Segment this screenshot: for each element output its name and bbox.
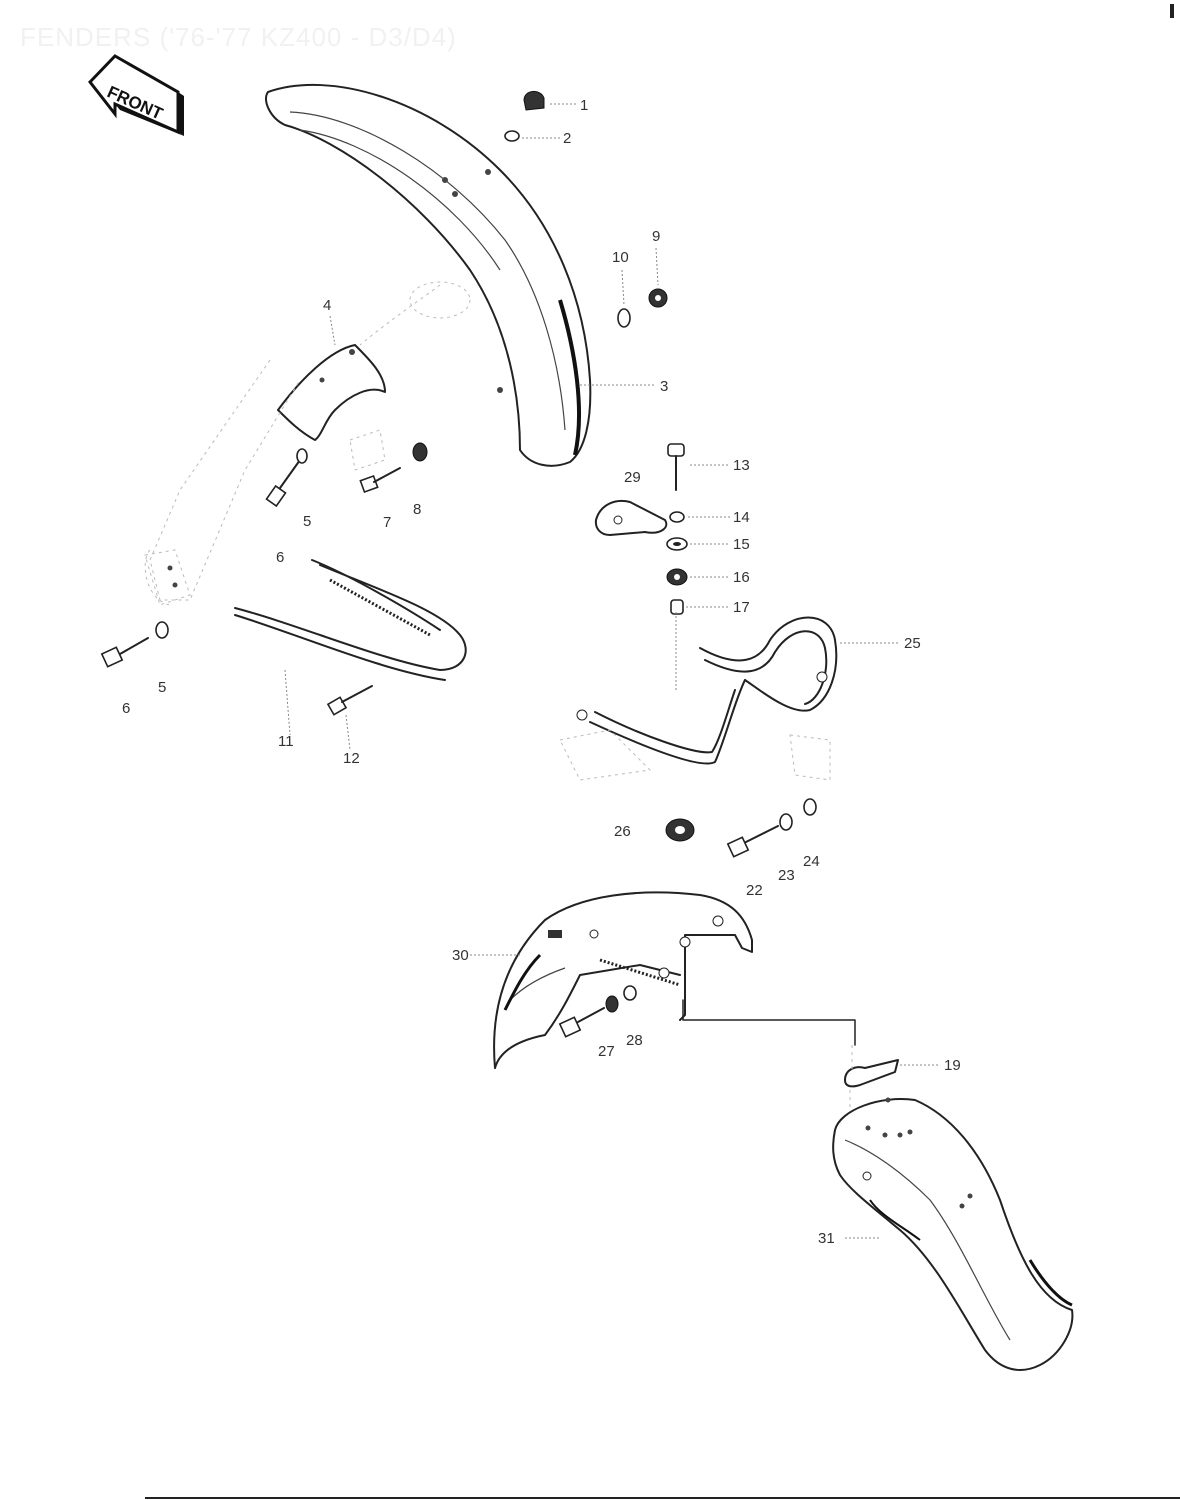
callout-3: 3 xyxy=(660,378,668,395)
grab-rail-25 xyxy=(576,616,838,765)
nut-24 xyxy=(803,798,817,816)
callout-15: 15 xyxy=(733,536,750,553)
washer-2 xyxy=(504,130,520,142)
callout-28: 28 xyxy=(626,1032,643,1049)
callout-22: 22 xyxy=(746,882,763,899)
callout-8: 8 xyxy=(413,501,421,518)
bolt-27 xyxy=(558,995,619,1038)
callout-10: 10 xyxy=(612,249,629,266)
callout-29: 29 xyxy=(624,469,641,486)
page-edge-mark xyxy=(1170,4,1174,18)
damper-16 xyxy=(666,568,688,586)
nut-8 xyxy=(412,442,428,462)
nut-9 xyxy=(648,288,668,308)
callout-5-upper: 5 xyxy=(303,513,311,530)
front-direction-sign: FRONT xyxy=(88,54,184,136)
fender-brace-11 xyxy=(234,559,467,681)
callout-labels: 1 2 3 4 5 5 6 6 7 8 9 10 11 12 13 14 15 … xyxy=(122,97,961,1247)
rear-fender-31 xyxy=(832,1097,1074,1371)
callout-12: 12 xyxy=(343,750,360,767)
bracket-lower xyxy=(144,549,191,606)
callout-19: 19 xyxy=(944,1057,961,1074)
damper-26 xyxy=(665,818,695,842)
washer-10 xyxy=(617,308,631,328)
bolt-22 xyxy=(726,825,779,858)
bolt-12 xyxy=(326,685,373,716)
callout-6-lower: 6 xyxy=(122,700,130,717)
callout-11: 11 xyxy=(278,733,294,750)
callout-1: 1 xyxy=(580,97,588,114)
callout-26: 26 xyxy=(614,823,631,840)
callout-17: 17 xyxy=(733,599,750,616)
callout-25: 25 xyxy=(904,635,921,652)
washer-5-lower xyxy=(155,621,169,639)
callout-5-lower: 5 xyxy=(158,679,166,696)
callout-2: 2 xyxy=(563,130,571,147)
callout-14: 14 xyxy=(733,509,750,526)
fender-stay-4 xyxy=(277,344,386,441)
callout-24: 24 xyxy=(803,853,820,870)
bolt-13 xyxy=(667,443,685,491)
page-title: FENDERS ('76-'77 KZ400 - D3/D4) xyxy=(20,22,457,52)
leader-lines xyxy=(284,103,940,1239)
callout-9: 9 xyxy=(652,228,660,245)
front-fender xyxy=(265,83,592,467)
bracket-29 xyxy=(594,500,668,536)
cap-nut-1 xyxy=(523,91,545,111)
footer-rule xyxy=(145,1497,1180,1499)
washer-14 xyxy=(669,511,685,523)
bolt-6-lower xyxy=(100,637,149,668)
plate-19 xyxy=(844,1045,899,1112)
callout-6-upper: 6 xyxy=(276,549,284,566)
washer-23 xyxy=(779,813,793,831)
damper-15 xyxy=(666,537,688,551)
collar-17 xyxy=(670,599,684,615)
callout-4: 4 xyxy=(323,297,331,314)
callout-27: 27 xyxy=(598,1043,615,1060)
nut-28 xyxy=(623,985,637,1001)
callout-30: 30 xyxy=(452,947,469,964)
bolt-7 xyxy=(359,467,401,494)
inner-rear-fender-30 xyxy=(493,891,753,1069)
callout-7: 7 xyxy=(383,514,391,531)
callout-13: 13 xyxy=(733,457,750,474)
callout-31: 31 xyxy=(818,1230,835,1247)
callout-16: 16 xyxy=(733,569,750,586)
bolt-5 xyxy=(265,448,308,508)
callout-23: 23 xyxy=(778,867,795,884)
